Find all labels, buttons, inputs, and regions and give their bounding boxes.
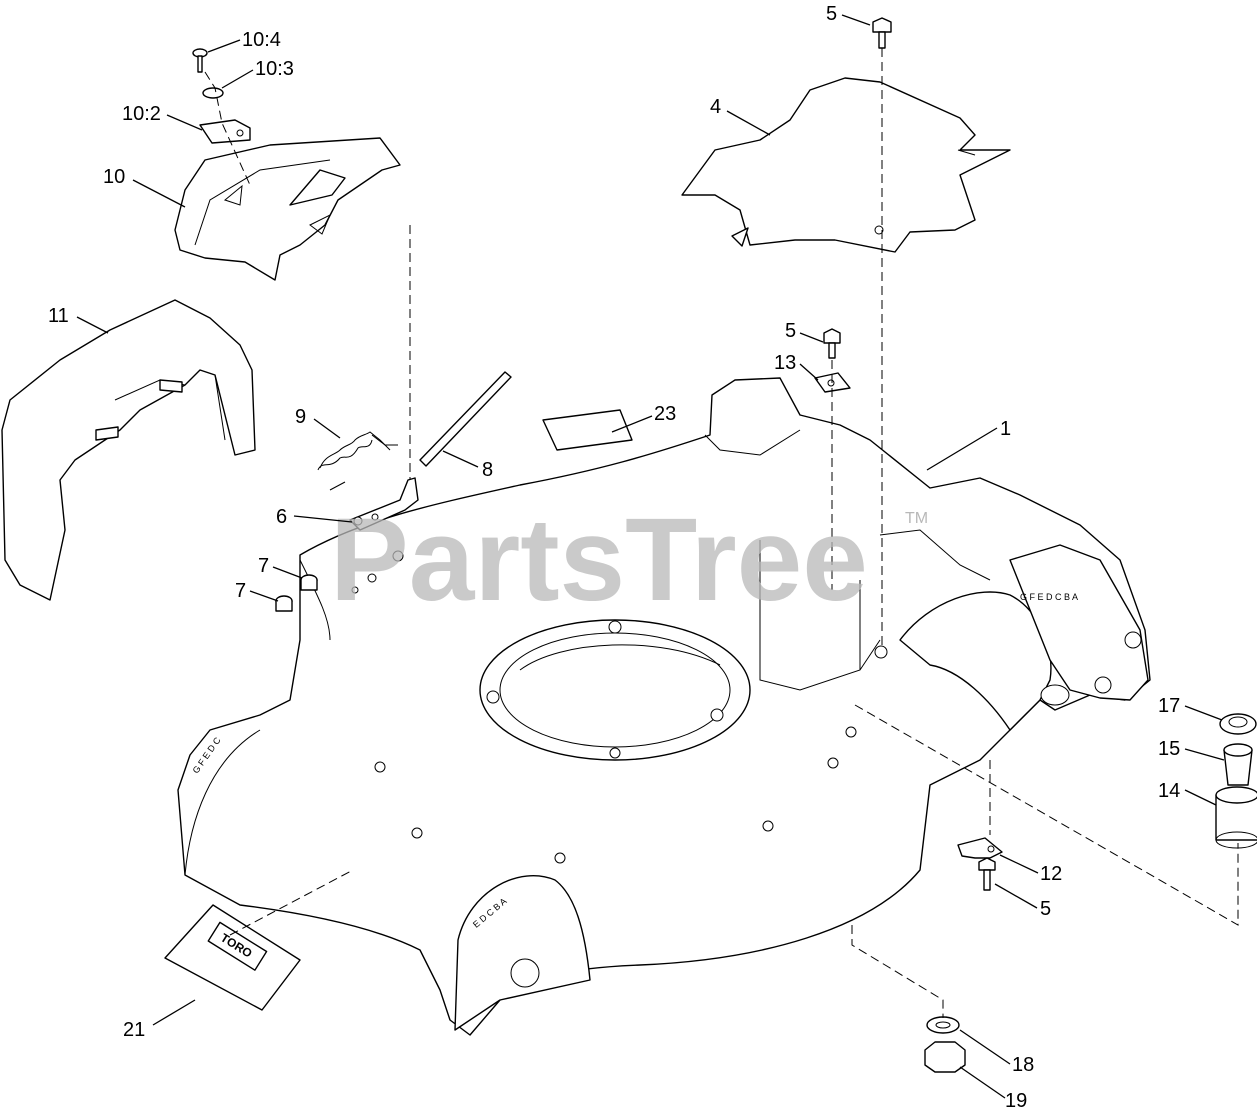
part-10-3-washer: [202, 87, 224, 99]
part-7-screw-lower: [275, 595, 293, 612]
height-letters-rear: G F E D C B A: [1020, 592, 1078, 602]
assembly-lines: [204, 48, 1239, 1018]
callout-5-bottom: 5: [1040, 898, 1051, 920]
callout-10-3: 10:3: [255, 58, 294, 80]
callout-8: 8: [482, 459, 493, 481]
watermark-tm: TM: [905, 510, 928, 527]
part-10-4-screw: [192, 48, 208, 73]
part-15-fitting: [1223, 743, 1253, 786]
part-10-2-bracket: [199, 119, 251, 144]
callout-11: 11: [48, 305, 69, 327]
callout-19: 19: [1005, 1090, 1027, 1112]
callout-10-2: 10:2: [122, 103, 161, 125]
callout-17: 17: [1158, 695, 1180, 717]
callout-9: 9: [295, 406, 306, 428]
callout-23: 23: [654, 403, 676, 425]
watermark-text: PartsTree: [330, 494, 868, 626]
callout-4: 4: [710, 96, 721, 118]
callout-10-4: 10:4: [242, 29, 281, 51]
part-1-deck-housing: G F E D C B A G F E D C E D C B A: [177, 377, 1151, 1036]
part-17-cap: [1219, 713, 1257, 735]
callout-1: 1: [1000, 418, 1011, 440]
callout-5-middle: 5: [785, 320, 796, 342]
leader-lines: [76, 14, 1225, 1099]
part-12-bracket: [957, 837, 1003, 859]
part-7-screw-upper: [300, 574, 318, 591]
part-14-coupling-nut: [1215, 786, 1257, 849]
callout-5-top: 5: [826, 3, 837, 25]
part-4-cover-plate: [681, 77, 1011, 253]
callout-7-lower: 7: [235, 580, 246, 602]
callout-7-upper: 7: [258, 555, 269, 577]
part-11-side-cover: [1, 299, 256, 601]
part-9-spring: [317, 431, 398, 491]
callout-15: 15: [1158, 738, 1180, 760]
part-19-nut: [924, 1041, 966, 1073]
part-23-decal: [542, 409, 633, 451]
callout-12: 12: [1040, 863, 1062, 885]
callout-13: 13: [774, 352, 796, 374]
callout-21: 21: [123, 1019, 145, 1041]
part-10-rear-flap: [174, 137, 401, 281]
callout-6: 6: [276, 506, 287, 528]
part-21-toro-decal: TORO: [164, 904, 301, 1011]
watermark: PartsTree TM: [330, 494, 928, 626]
callout-labels: 10:4 10:3 10:2 10 11 9 8 6 7 7 23 5 4 5 …: [48, 3, 1180, 1112]
part-5-screw-bottom: [978, 857, 996, 891]
callout-18: 18: [1012, 1054, 1034, 1076]
callout-14: 14: [1158, 780, 1180, 802]
part-5-screw-middle: [823, 328, 841, 359]
part-8-hinge-rod: [419, 371, 512, 467]
part-18-washer: [926, 1016, 960, 1034]
callout-10: 10: [103, 166, 125, 188]
part-6-hinge-bracket: [349, 477, 419, 531]
part-5-screw-top: [872, 17, 892, 49]
